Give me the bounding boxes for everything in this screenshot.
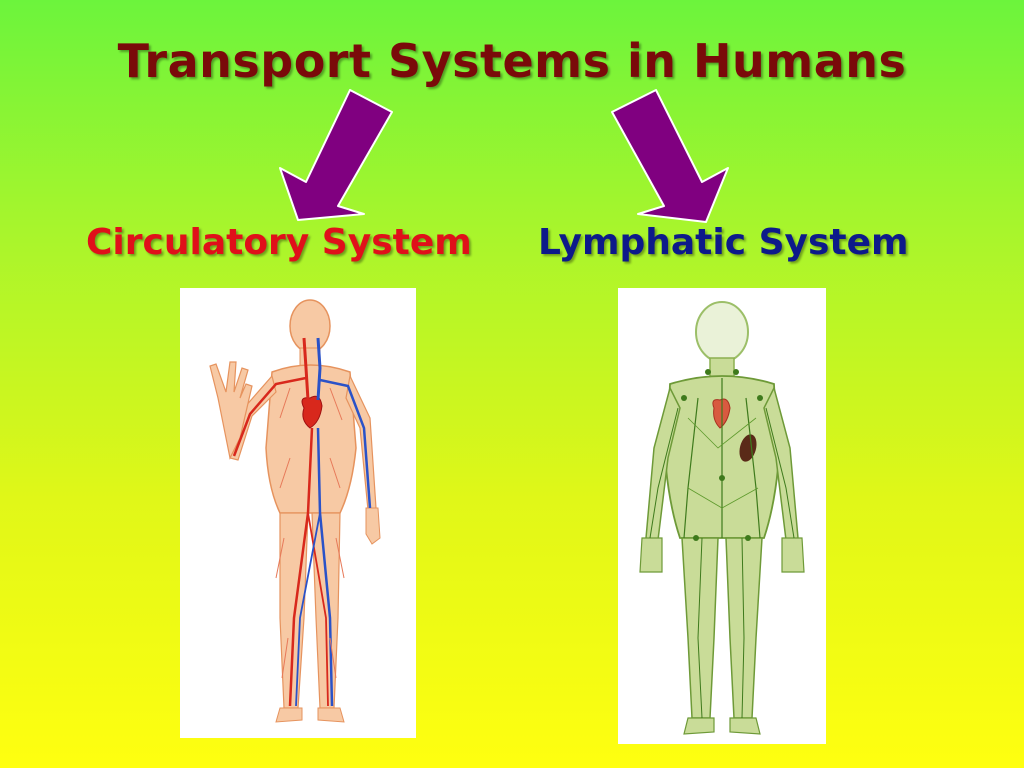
circulatory-figure bbox=[180, 288, 416, 738]
lymphatic-system-label: Lymphatic System bbox=[538, 222, 909, 263]
circulatory-system-label: Circulatory System bbox=[86, 222, 472, 263]
left-arrow bbox=[279, 89, 393, 221]
right-arrow bbox=[611, 89, 729, 223]
lymphatic-figure bbox=[618, 288, 826, 744]
slide-title: Transport Systems in Humans bbox=[117, 34, 907, 88]
circulatory-body-illustration bbox=[209, 299, 381, 723]
lymphatic-body-illustration bbox=[639, 301, 805, 735]
